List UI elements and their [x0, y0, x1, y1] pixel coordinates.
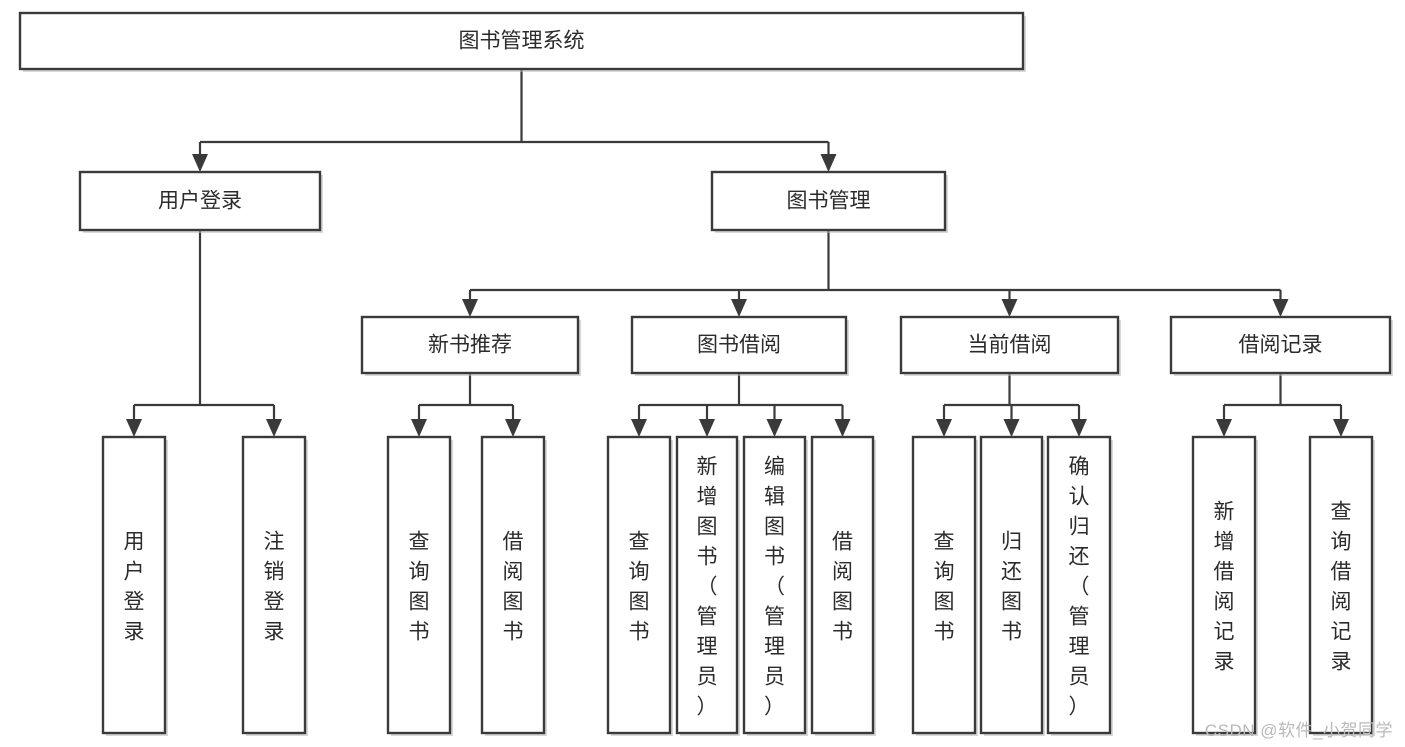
node-box[interactable]: [101, 435, 167, 735]
node-leaf-user-logout[interactable]: 注销登录: [241, 435, 308, 736]
node-label: 新书推荐: [428, 334, 512, 357]
node-leaf-add-book[interactable]: 新增图书（管理员）: [675, 435, 740, 736]
node-leaf-confirm-return[interactable]: 确认归还（管理员）: [1046, 435, 1113, 736]
node-label: 注销登录: [264, 530, 285, 643]
node-box[interactable]: [1046, 435, 1112, 735]
arrow-head-icon: [820, 154, 837, 172]
node-box[interactable]: [1308, 435, 1374, 735]
arrow-head-icon: [192, 154, 208, 172]
arrow-head-icon: [699, 419, 715, 437]
node-box[interactable]: [241, 435, 307, 735]
node-root[interactable]: 图书管理系统: [18, 11, 1026, 72]
arrow-head-icon: [766, 419, 783, 437]
arrow-head-icon: [631, 419, 647, 437]
node-box[interactable]: [630, 315, 848, 375]
node-leaf-add-record[interactable]: 新增借阅记录: [1191, 435, 1258, 736]
arrow-head-icon: [834, 419, 851, 437]
arrow-head-icon: [462, 299, 478, 317]
node-new-book-rec[interactable]: 新书推荐: [360, 315, 581, 376]
node-book-manage[interactable]: 图书管理: [710, 170, 948, 233]
node-box[interactable]: [1169, 315, 1392, 375]
node-box[interactable]: [360, 315, 580, 375]
node-leaf-query-book-rec[interactable]: 查询图书: [386, 435, 453, 736]
node-label: 查询图书: [934, 530, 955, 643]
arrow-head-icon: [505, 419, 521, 437]
node-borrow-record[interactable]: 借阅记录: [1169, 315, 1393, 376]
node-label: 用户登录: [124, 530, 145, 643]
node-leaf-user-login[interactable]: 用户登录: [101, 435, 168, 736]
node-label: 新增借阅记录: [1214, 500, 1235, 673]
node-user-login[interactable]: 用户登录: [78, 170, 323, 233]
node-label: 图书管理: [787, 190, 871, 213]
arrow-head-icon: [1272, 299, 1289, 317]
node-label: 查询图书: [629, 530, 650, 643]
arrow-head-icon: [1071, 419, 1087, 437]
node-box[interactable]: [742, 435, 807, 735]
arrow-head-icon: [731, 299, 747, 317]
arrow-head-icon: [266, 419, 282, 437]
node-box[interactable]: [979, 435, 1044, 735]
node-label: 借阅图书: [832, 530, 853, 643]
node-label: 编辑图书（管理员）: [764, 455, 785, 718]
node-leaf-borrow-book[interactable]: 借阅图书: [810, 435, 876, 736]
node-box[interactable]: [18, 11, 1025, 71]
arrow-head-icon: [126, 419, 142, 437]
node-label: 归还图书: [1001, 530, 1022, 643]
node-label: 借阅图书: [503, 530, 524, 643]
node-label: 用户登录: [158, 190, 242, 213]
node-box[interactable]: [480, 435, 546, 735]
node-label: 图书借阅: [697, 334, 781, 357]
node-box[interactable]: [911, 435, 977, 735]
arrow-head-icon: [1001, 299, 1018, 317]
node-leaf-return-book[interactable]: 归还图书: [979, 435, 1045, 736]
node-book-borrow[interactable]: 图书借阅: [630, 315, 849, 376]
arrow-head-icon: [1003, 419, 1020, 437]
node-leaf-query-book-borrow[interactable]: 查询图书: [606, 435, 673, 736]
node-label: 查询借阅记录: [1331, 500, 1352, 673]
arrow-head-icon: [1333, 419, 1349, 437]
arrow-head-icon: [411, 419, 427, 437]
node-box[interactable]: [606, 435, 672, 735]
node-leaf-borrow-book-rec[interactable]: 借阅图书: [480, 435, 547, 736]
node-label: 新增图书（管理员）: [697, 455, 718, 718]
node-box[interactable]: [710, 170, 947, 232]
node-label: 借阅记录: [1239, 334, 1323, 357]
arrow-head-icon: [936, 419, 952, 437]
node-box[interactable]: [1191, 435, 1257, 735]
node-leaf-query-record[interactable]: 查询借阅记录: [1308, 435, 1375, 736]
node-label: 图书管理系统: [459, 30, 585, 53]
connector-layer: [126, 69, 1349, 437]
node-box[interactable]: [899, 315, 1120, 375]
node-box[interactable]: [810, 435, 875, 735]
node-label: 当前借阅: [968, 334, 1052, 357]
node-label: 确认归还（管理员）: [1069, 455, 1090, 718]
node-leaf-query-book-cur[interactable]: 查询图书: [911, 435, 978, 736]
node-label: 查询图书: [409, 530, 430, 643]
node-box[interactable]: [78, 170, 322, 232]
node-box[interactable]: [675, 435, 739, 735]
node-leaf-edit-book[interactable]: 编辑图书（管理员）: [742, 435, 808, 736]
arrow-head-icon: [1216, 419, 1232, 437]
node-current-borrow[interactable]: 当前借阅: [899, 315, 1121, 376]
node-layer: 图书管理系统用户登录图书管理新书推荐图书借阅当前借阅借阅记录用户登录注销登录查询…: [18, 11, 1393, 736]
node-box[interactable]: [386, 435, 452, 735]
